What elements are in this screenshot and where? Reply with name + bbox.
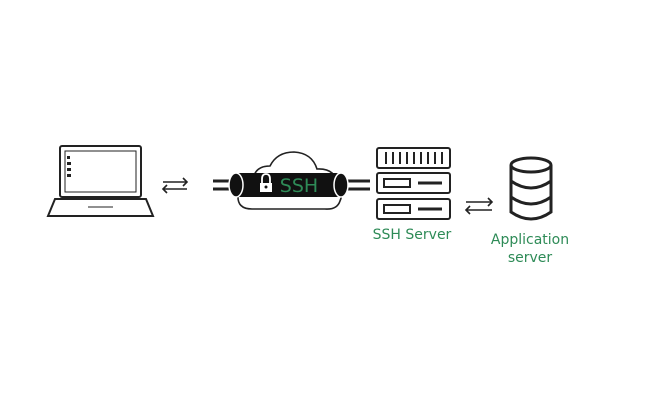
server-rack-icon (376, 147, 451, 220)
database-icon (509, 156, 553, 221)
lock-icon (260, 173, 272, 192)
arrow-exchange-icon (464, 197, 494, 215)
tunnel-text: SSH (280, 175, 318, 197)
laptop-icon (46, 145, 155, 217)
ssh-server-label: SSH Server (372, 227, 452, 243)
app-server-label-line1: Application (490, 232, 570, 248)
application-server-label: Application server (480, 231, 580, 267)
app-server-label-line2: server (507, 250, 553, 266)
arrow-exchange-icon (161, 177, 189, 194)
